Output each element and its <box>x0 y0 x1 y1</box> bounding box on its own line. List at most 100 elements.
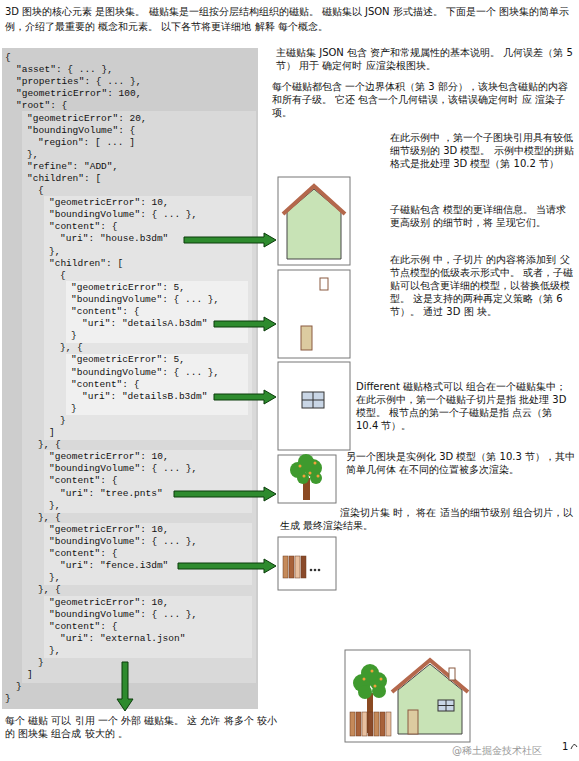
json-line: }, <box>49 572 60 584</box>
final-render <box>380 678 383 681</box>
fence-instanced-model <box>310 569 313 572</box>
json-line: } <box>38 657 44 669</box>
tile-json-panel: "geometricError": 10,"boundingVolume": {… <box>44 450 252 512</box>
note-text: 子磁贴包含 模型的更详细信息。 当请求更高级别 的细节时，将 呈现它们。 <box>390 203 576 229</box>
tree-point-cloud <box>278 455 336 503</box>
note-text: 另一个图块是实例化 3D 模型（第 10.3 节），其中简单几何体 在不同的位置… <box>346 450 576 476</box>
json-line: ] <box>49 427 55 439</box>
fence-instanced-model <box>283 556 288 578</box>
details-b-model <box>302 392 324 408</box>
json-line: "region": [ ... ] <box>38 137 135 149</box>
final-render <box>372 684 386 698</box>
final-render <box>371 670 374 673</box>
json-line: "geometricError": 5, <box>71 354 185 366</box>
tree-point-cloud <box>317 475 320 478</box>
json-line: "refine": "ADD", <box>27 161 118 173</box>
final-render <box>345 650 470 742</box>
json-line: }, <box>49 246 60 258</box>
final-render <box>408 710 418 734</box>
final-render <box>380 712 385 736</box>
page-number: 1 <box>562 740 572 753</box>
fence-instanced-model <box>278 537 336 590</box>
details-b-model <box>278 362 350 450</box>
final-render <box>361 664 379 682</box>
house-model <box>287 189 341 259</box>
final-render <box>392 660 468 692</box>
fence-instanced-model <box>278 537 336 590</box>
fence-instanced-model <box>301 556 306 578</box>
details-a-model <box>320 278 328 290</box>
note-text: 每个 磁贴 可以 引用 一个 外部 磁贴集。 这 允许 将多个 较小的 图块集 … <box>5 714 277 740</box>
json-line: "uri": "fence.i3dm" <box>60 560 168 572</box>
details-a-model <box>301 326 312 350</box>
json-line: "uri": "detailsA.b3dm" <box>82 318 207 330</box>
json-line: } <box>71 330 77 342</box>
intro-text: 3D 图块的核心元素 是图块集。 磁贴集是一组按分层结构组织的磁贴。 磁贴集以 … <box>5 4 575 34</box>
final-render <box>398 664 462 734</box>
tile-json-panel: "geometricError": 20,"boundingVolume": {… <box>22 111 256 684</box>
note-text: 在此示例中 ，第一个子图块引用具有较低细节级别的 3D 模型。 示例中模型的拼贴… <box>390 131 576 170</box>
tree-point-cloud <box>309 472 312 475</box>
json-line: }, <box>49 645 60 657</box>
note-text: 渲染切片集 时， 将在 适当的细节级别 组合切片，以生成 最终渲染结果。 <box>280 506 576 532</box>
final-render <box>345 650 470 742</box>
tile-json-panel: "geometricError": 10,"boundingVolume": {… <box>44 196 252 440</box>
final-render <box>449 668 455 680</box>
json-line: "geometricError": 10, <box>49 451 169 463</box>
json-line: ] <box>27 669 33 681</box>
tree-point-cloud <box>310 472 322 484</box>
json-line: "properties": { ... }, <box>16 76 141 88</box>
fence-instanced-model <box>314 569 317 572</box>
house-model <box>278 177 350 265</box>
fence-instanced-model <box>295 556 300 578</box>
details-a-model <box>278 270 350 358</box>
final-render <box>363 678 366 681</box>
final-render <box>356 712 361 736</box>
tree-point-cloud <box>314 462 317 465</box>
note-text: 每个磁贴都包含 一个边界体积（第 3 部分），该块包含磁贴的内容和所有子级。 它… <box>272 80 576 119</box>
note-text: Different 磁贴格式可以 组合在一个磁贴集中；在此示例中，第一个磁贴子切… <box>356 380 576 432</box>
final-render <box>374 712 379 736</box>
json-line: }, { <box>38 512 61 524</box>
final-render <box>358 685 372 699</box>
tile-json-panel: "geometricError": 10,"boundingVolume": {… <box>44 523 252 585</box>
tile-json-panel: "geometricError": 10,"boundingVolume": {… <box>44 596 252 658</box>
final-render <box>438 705 454 706</box>
json-line: "boundingVolume": { ... }, <box>71 294 219 306</box>
fence-instanced-model <box>289 556 294 578</box>
json-line: "uri": "house.b3dm" <box>60 233 168 245</box>
json-line: "boundingVolume": { <box>27 125 135 137</box>
json-line: }, { <box>38 584 61 596</box>
json-line: }, { <box>38 439 61 451</box>
final-render <box>386 712 391 736</box>
json-line: "boundingVolume": { ... }, <box>49 536 197 548</box>
final-render <box>350 712 355 736</box>
json-line: "boundingVolume": { ... }, <box>49 209 197 221</box>
json-line: "root": { <box>16 100 67 112</box>
json-line: } <box>60 415 66 427</box>
json-line: "children": [ <box>49 258 123 270</box>
json-line: "content": { <box>49 621 117 633</box>
tree-point-cloud <box>299 465 302 468</box>
json-line: "boundingVolume": { ... }, <box>49 609 197 621</box>
json-line: "geometricError": 5, <box>71 282 185 294</box>
json-line: } <box>71 403 77 415</box>
final-render <box>362 712 367 736</box>
json-line: "children": [ <box>27 173 101 185</box>
tree-point-cloud <box>298 454 314 470</box>
json-line: } <box>5 693 11 705</box>
note-text: 在此示例 中，子切片 的内容将添加到 父节点模型的低级表示形式中。 或者，子磁贴… <box>390 253 576 318</box>
watermark: @稀土掘金技术社区 <box>452 744 552 757</box>
json-line: "boundingVolume": { ... }, <box>49 463 197 475</box>
json-line: "geometricError": 100, <box>16 88 141 100</box>
page-mark <box>571 744 577 749</box>
json-line: }, <box>27 149 38 161</box>
json-line: "geometricError": 20, <box>27 113 147 125</box>
final-render <box>374 685 377 688</box>
details-b-model <box>278 362 350 450</box>
details-b-model <box>302 400 324 401</box>
json-line: }, { <box>60 342 83 354</box>
json-line: "uri": "tree.pnts" <box>60 488 163 500</box>
json-line: "geometricError": 10, <box>49 524 169 536</box>
json-line: { <box>5 52 11 64</box>
